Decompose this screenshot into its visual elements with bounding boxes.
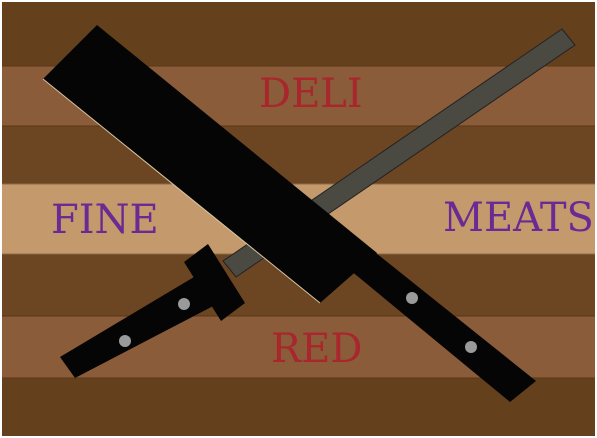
word-deli: DELI <box>259 71 363 117</box>
cleaver-rivet-2 <box>465 341 477 353</box>
word-red: RED <box>271 326 363 372</box>
wood-stripe-3 <box>2 126 595 184</box>
cleaver-rivet-1 <box>406 292 418 304</box>
cleaver-handle <box>350 249 536 402</box>
steel-guard <box>184 244 245 321</box>
word-fine: FINE <box>51 197 159 243</box>
steel-rivet-1 <box>178 298 190 310</box>
cleaver-blade <box>43 25 377 303</box>
steel-handle <box>60 274 219 378</box>
cleaver-icon <box>42 25 536 402</box>
steel-rivet-2 <box>119 335 131 347</box>
word-meats: MEATS <box>443 195 594 241</box>
